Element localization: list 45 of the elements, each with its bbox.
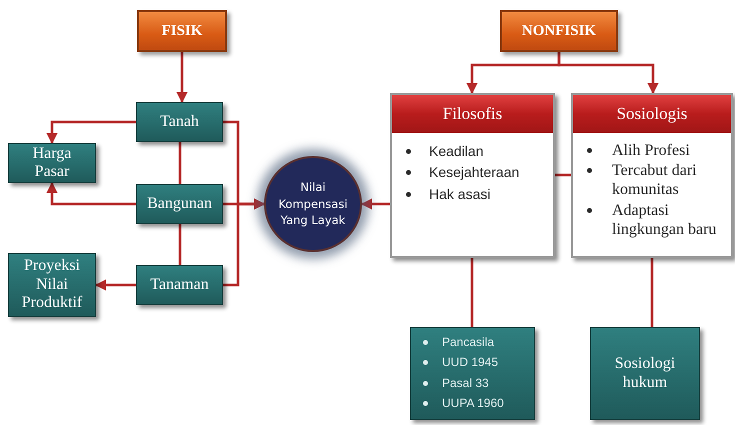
- category-label: NONFISIK: [522, 22, 596, 40]
- connector-line: [178, 142, 182, 184]
- process-box: [8, 143, 96, 183]
- connector-line: [650, 258, 654, 327]
- category-box: [137, 10, 227, 52]
- arrow: [558, 52, 659, 94]
- bullet-text: Pancasila: [442, 334, 494, 352]
- box-label: Harga Pasar: [32, 144, 72, 182]
- arrow: [223, 198, 266, 286]
- aspect-card: [390, 93, 555, 258]
- bullet-text: UUD 1945: [442, 354, 498, 372]
- process-box: [590, 327, 700, 420]
- connector-line: [555, 174, 571, 176]
- connector-line: [470, 258, 474, 327]
- bullet-text: Alih Profesi: [612, 141, 690, 160]
- basis-box: [410, 327, 535, 420]
- bullet-text: Keadilan: [429, 142, 484, 161]
- box-label: Sosiologi hukum: [614, 355, 676, 392]
- box-label: Tanah: [160, 112, 199, 132]
- card-header: Sosiologis: [573, 95, 731, 133]
- arrow: [46, 120, 136, 144]
- result-circle: [264, 156, 362, 252]
- arrow: [46, 182, 136, 206]
- process-box: [136, 102, 223, 142]
- connector-line: [178, 224, 182, 265]
- bullet-text: UUPA 1960: [442, 394, 504, 412]
- aspect-card: [571, 93, 733, 258]
- box-label: Bangunan: [147, 194, 212, 214]
- bullet-text: Tercabut dari komunitas: [612, 161, 698, 200]
- process-box: [136, 265, 223, 305]
- category-label: FISIK: [162, 22, 202, 40]
- box-label: Proyeksi Nilai Produktif: [20, 257, 84, 313]
- process-box: [8, 253, 96, 317]
- circle-label: Nilai Kompensasi Yang Layak: [277, 178, 349, 229]
- arrow: [360, 198, 390, 210]
- bullet-text: Pasal 33: [442, 374, 489, 392]
- arrow: [176, 52, 188, 104]
- card-header: Filosofis: [392, 95, 553, 133]
- bullet-text: Adaptasi lingkungan baru: [612, 200, 718, 239]
- box-label: Tanaman: [150, 276, 209, 294]
- process-box: [136, 184, 223, 224]
- bullet-text: Hak asasi: [429, 184, 490, 204]
- bullet-text: Kesejahteraan: [429, 163, 520, 182]
- category-box: [500, 10, 618, 52]
- arrow: [94, 279, 136, 291]
